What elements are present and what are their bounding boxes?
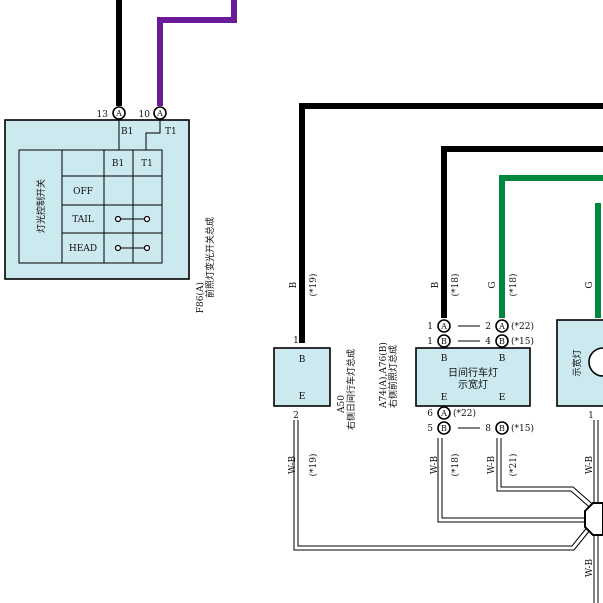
right-partial-label: 示宽灯	[571, 349, 583, 376]
wire-black-a74	[441, 146, 603, 318]
a74-term-e-left: E	[441, 393, 448, 403]
wire-green-a74	[499, 175, 603, 318]
wire-black-a50	[299, 103, 603, 343]
a50-term-bottom: E	[299, 392, 306, 402]
a50-name: 右侧日间行车灯总成	[345, 349, 357, 430]
a74-wire-right-color: G	[488, 281, 498, 288]
a50-ref: A50	[337, 395, 347, 414]
a74-pin-2a-conn: A	[498, 322, 505, 331]
a74-term-e-right: E	[499, 393, 506, 403]
a74-wire-br-color: W-B	[487, 455, 497, 474]
a74-name: 右侧前照灯总成	[387, 345, 399, 408]
switch-tail-contact	[114, 215, 151, 223]
switch-pin-13-conn: A	[115, 109, 122, 118]
a74-wire-left-note: (*18)	[450, 274, 461, 297]
switch-table-title: 灯光控制开关	[35, 179, 47, 233]
a74-pin-1a-conn: A	[440, 322, 447, 331]
a74-note-15b: (*15)	[511, 423, 534, 434]
a74-pin-4b-conn: B	[499, 337, 505, 346]
ground-wires	[293, 420, 599, 603]
a74-note-22: (*22)	[511, 321, 534, 332]
a74-pin-1a: 1	[427, 322, 433, 332]
a50-pin-top: 1	[293, 336, 299, 346]
a50-term-top: B	[299, 355, 306, 365]
switch-head-contact	[114, 244, 151, 252]
a50-wire-top-note: (*19)	[308, 274, 319, 297]
switch-pin-10: 10	[139, 110, 151, 120]
a50-wire-bottom-note: (*19)	[308, 454, 319, 477]
a50-wire-bottom-color: W-B	[288, 455, 298, 474]
headlight-dimmer-switch: B1 T1 灯光控制开关 B1 T1 OFF TAIL HEAD 13 A 10…	[4, 106, 216, 313]
a50-wire-top-color: B	[289, 281, 299, 288]
switch-ref: F86(A)	[195, 282, 206, 313]
a74-wire-bl-color: W-B	[430, 455, 440, 474]
right-pin-bottom: 1	[588, 411, 594, 421]
a74-pin-5b-conn: B	[441, 424, 447, 433]
switch-row-tail: TAIL	[72, 215, 94, 225]
a74-wire-bl-note: (*18)	[450, 454, 461, 477]
a74-wire-right-note: (*18)	[508, 274, 519, 297]
switch-term-t1: T1	[165, 127, 177, 137]
a74-pin-4b: 4	[485, 337, 491, 347]
a50-pin-bottom: 2	[293, 411, 299, 421]
switch-col-b1: B1	[112, 159, 124, 169]
a74-note-22b: (*22)	[453, 408, 476, 419]
right-partial-assembly: G 示宽灯 1 W-B W-B	[556, 281, 603, 577]
a74-pin-6a-conn: A	[440, 409, 447, 418]
a74-note-15: (*15)	[511, 336, 534, 347]
a74-term-b-right: B	[499, 354, 506, 364]
switch-col-t1: T1	[141, 159, 153, 169]
drl-assembly-a50: B (*19) 1 B E 2 W-B (*19) A50 右侧日间行车灯总成	[273, 274, 357, 477]
wire-purple-switch-t1	[157, 0, 237, 106]
switch-row-off: OFF	[73, 187, 93, 197]
bulb-icon	[588, 347, 603, 377]
right-wire-bottom-color: W-B	[585, 455, 595, 474]
a74-label-line2: 示宽灯	[458, 378, 488, 391]
a74-pin-2a: 2	[485, 322, 491, 332]
switch-row-head: HEAD	[69, 244, 97, 254]
headlight-assembly-a74: B (*18) G (*18) 1 A 2 A (*22) 1 B 4 B (*…	[378, 274, 534, 477]
switch-pin-13: 13	[97, 110, 109, 120]
switch-name: 前照灯变光开关总成	[204, 217, 216, 298]
switch-pin-10-conn: A	[156, 109, 163, 118]
a74-ref: A74(A),A76(B)	[378, 342, 389, 409]
a74-label-line1: 日间行车灯	[448, 366, 498, 379]
a74-pin-8b: 8	[485, 424, 491, 434]
a74-wire-left-color: B	[431, 281, 441, 288]
a74-pin-5b: 5	[427, 424, 433, 434]
a74-wire-br-note: (*21)	[508, 454, 519, 477]
switch-term-b1: B1	[121, 127, 133, 137]
right-wire-color: G	[585, 281, 595, 288]
right-wire-bottom-color-2: W-B	[585, 558, 595, 577]
a74-pin-8b-conn: B	[499, 424, 505, 433]
a74-term-b-left: B	[441, 354, 448, 364]
a74-pin-1b: 1	[427, 337, 433, 347]
ground-splice-point	[584, 502, 603, 536]
a74-pin-1b-conn: B	[441, 337, 447, 346]
a74-pin-6a: 6	[427, 409, 433, 419]
